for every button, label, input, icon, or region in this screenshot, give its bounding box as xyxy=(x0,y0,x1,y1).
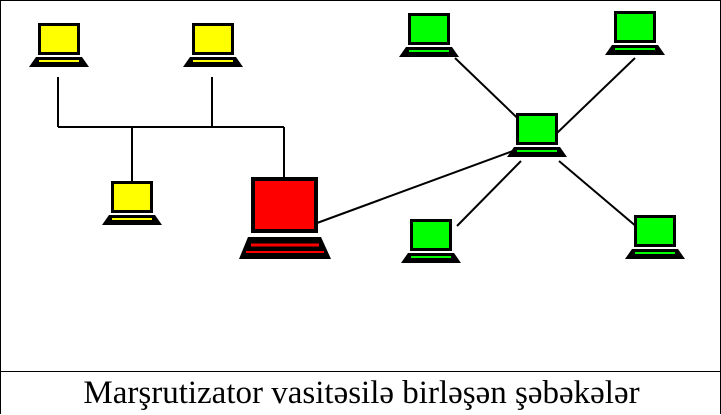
green-computer-3-icon xyxy=(400,218,462,264)
green-hub-computer-icon xyxy=(506,112,568,158)
figure-caption: Marşrutizator vasitəsilə birləşən şəbəkə… xyxy=(83,375,640,411)
star-link-3 xyxy=(456,160,522,227)
network-diagram-svg xyxy=(28,10,686,264)
green-computer-4-icon xyxy=(624,214,686,260)
yellow-computer-1-icon xyxy=(28,22,90,68)
bus-network-lines xyxy=(57,77,285,181)
green-computer-2-icon xyxy=(604,10,666,56)
yellow-computer-2-icon xyxy=(182,22,244,68)
network-diagram xyxy=(1,1,721,372)
green-computer-1-icon xyxy=(398,12,460,58)
yellow-computer-3-icon xyxy=(101,180,163,226)
router-to-hub-line xyxy=(316,150,514,224)
star-link-2 xyxy=(556,57,636,134)
star-link-4 xyxy=(558,160,638,228)
router-computer-icon xyxy=(239,177,331,259)
